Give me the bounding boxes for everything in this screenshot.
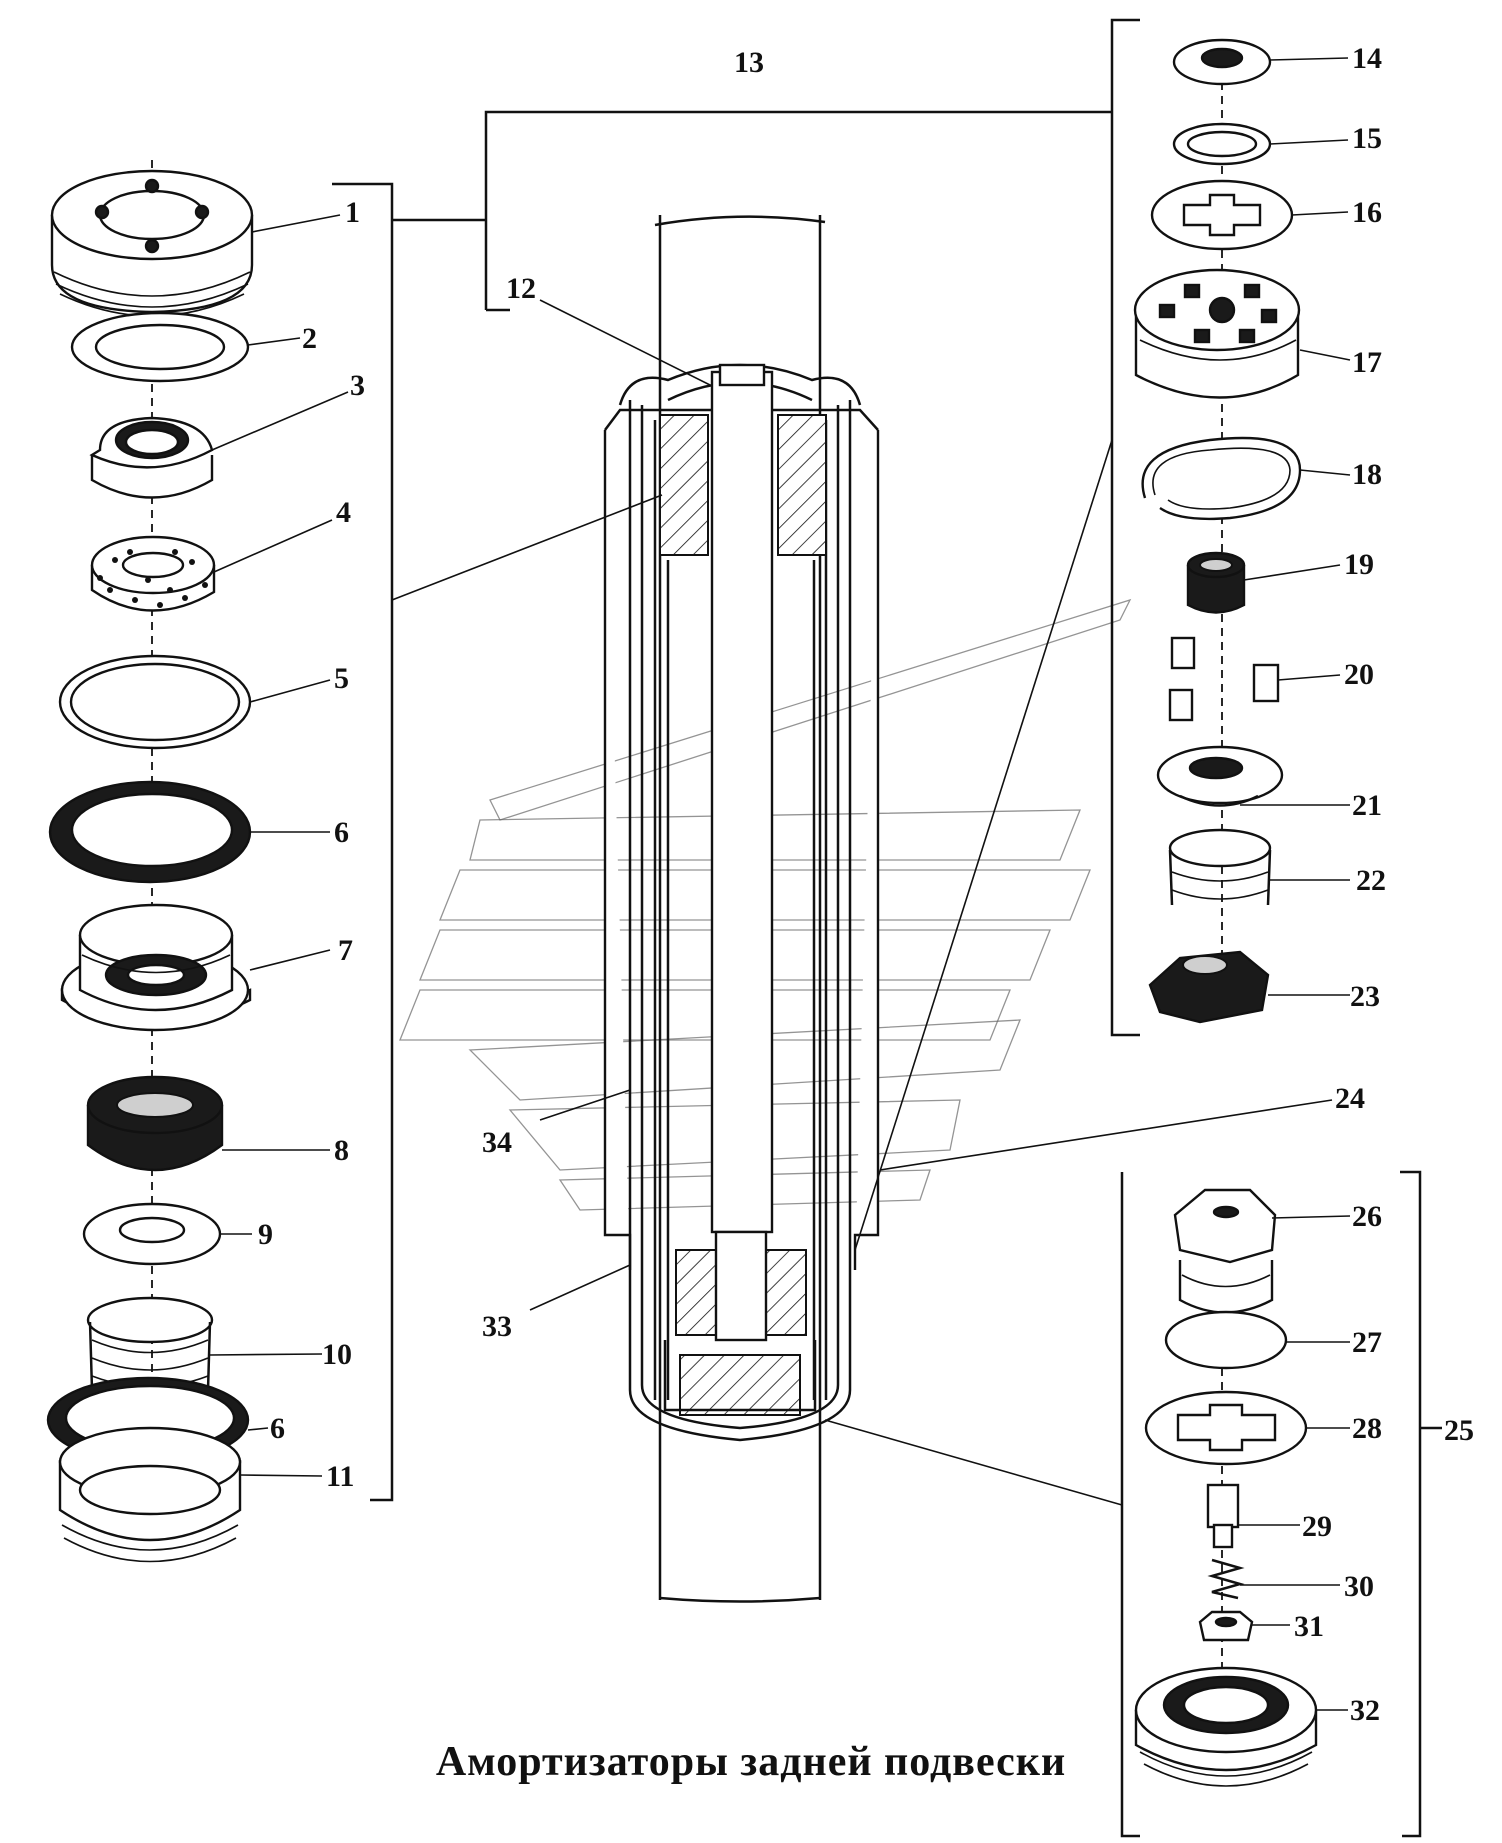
callout-30: 30 (1344, 1570, 1374, 1603)
part-21-valve-plate (1156, 745, 1284, 807)
part-4-filter-ring (90, 535, 216, 612)
part-15-spring-washer (1172, 122, 1272, 166)
callout-19: 19 (1344, 548, 1374, 581)
part-22-spring (1168, 828, 1272, 906)
callout-11: 11 (326, 1460, 354, 1493)
callout-1: 1 (345, 196, 360, 229)
top-group-bracket (484, 110, 1112, 310)
callout-33: 33 (482, 1310, 512, 1343)
callout-25: 25 (1444, 1414, 1474, 1447)
callout-17: 17 (1352, 346, 1382, 379)
part-14-washer (1172, 38, 1272, 86)
callout-13: 13 (734, 46, 764, 79)
right-top-group-bracket (1110, 18, 1140, 1037)
part-20-valve-plugs (1168, 636, 1280, 722)
callout-20: 20 (1344, 658, 1374, 691)
part-5-o-ring (58, 654, 252, 750)
part-8-oil-seal (86, 1075, 224, 1172)
part-27-washer (1164, 1310, 1288, 1370)
callout-5: 5 (334, 662, 349, 695)
callout-22: 22 (1356, 864, 1386, 897)
part-2-washer (70, 311, 250, 383)
callout-2: 2 (302, 322, 317, 355)
part-31-nut (1198, 1610, 1254, 1642)
callout-labels: 1 2 3 4 5 6 7 8 9 10 6 11 12 13 14 15 16… (258, 42, 1474, 1727)
callout-8: 8 (334, 1134, 349, 1167)
callout-23: 23 (1350, 980, 1380, 1013)
shock-absorber-cross-section (603, 215, 880, 1603)
callout-24: 24 (1335, 1082, 1365, 1115)
right-top-parts-stack (1133, 38, 1302, 1024)
left-group-bracket (332, 182, 394, 1502)
callout-10: 10 (322, 1338, 352, 1371)
right-bottom-parts-stack (1134, 1188, 1318, 1787)
left-parts-stack (46, 160, 254, 1563)
part-23-hex-nut (1148, 950, 1270, 1024)
part-1-top-nut (50, 169, 254, 317)
leader-lines (209, 57, 1351, 1711)
callout-27: 27 (1352, 1326, 1382, 1359)
part-6-seal-ring-upper (48, 780, 252, 884)
callout-9: 9 (258, 1218, 273, 1251)
callout-4: 4 (336, 496, 351, 529)
callout-21: 21 (1352, 789, 1382, 822)
callout-14: 14 (1352, 42, 1382, 75)
callout-18: 18 (1352, 458, 1382, 491)
callout-26: 26 (1352, 1200, 1382, 1233)
part-17-piston (1133, 268, 1301, 399)
callout-29: 29 (1302, 1510, 1332, 1543)
callout-15: 15 (1352, 122, 1382, 155)
part-16-valve-disc (1150, 179, 1294, 251)
part-10-spring (86, 1296, 214, 1391)
part-7-rod-guide (60, 903, 252, 1032)
callout-3: 3 (350, 369, 365, 402)
part-28-valve-disc (1144, 1390, 1308, 1466)
diagram-caption: Амортизаторы задней подвески (435, 1739, 1067, 1785)
callout-28: 28 (1352, 1412, 1382, 1445)
callout-6-upper: 6 (334, 816, 349, 849)
part-26-hex-plug (1173, 1188, 1277, 1314)
part-30-spring (1207, 1558, 1245, 1600)
callout-16: 16 (1352, 196, 1382, 229)
part-32-base-valve-body (1134, 1666, 1318, 1787)
callout-6-lower: 6 (270, 1412, 285, 1445)
callout-7: 7 (338, 934, 353, 967)
right-bottom-group-bracket (1120, 1170, 1422, 1838)
callout-34: 34 (482, 1126, 512, 1159)
part-29-valve-stem (1206, 1483, 1240, 1549)
part-19-nut (1186, 551, 1246, 614)
callout-31: 31 (1294, 1610, 1324, 1643)
part-18-piston-ring (1141, 436, 1302, 521)
part-9-washer (82, 1202, 222, 1266)
callout-12: 12 (506, 272, 536, 305)
callout-32: 32 (1350, 1694, 1380, 1727)
part-3-bushing (89, 416, 214, 499)
part-11-cylinder-cap (58, 1426, 242, 1563)
